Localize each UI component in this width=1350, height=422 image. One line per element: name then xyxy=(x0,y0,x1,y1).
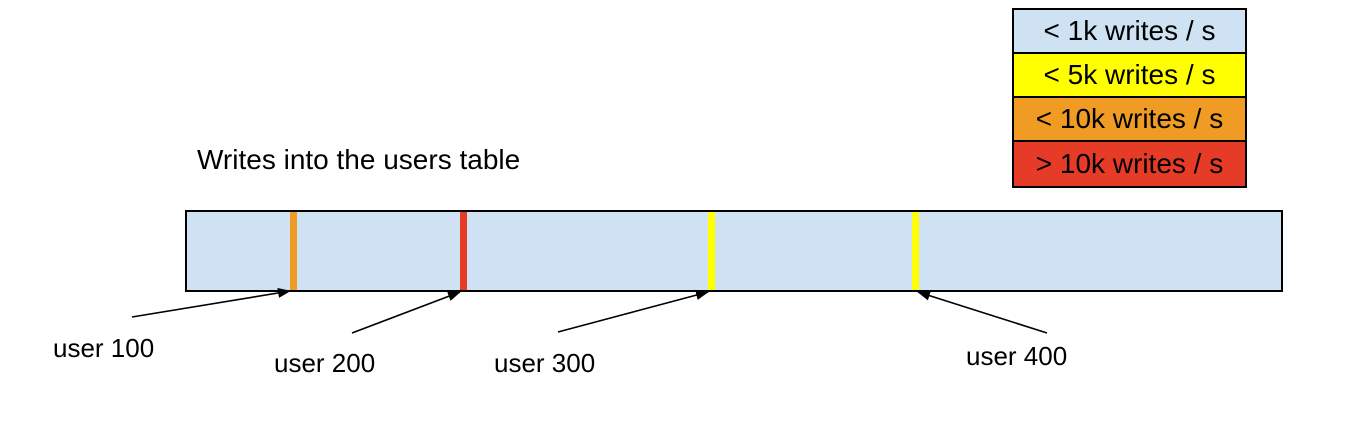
legend-item-label: < 5k writes / s xyxy=(1043,59,1216,90)
legend-item-gt-10k: > 10k writes / s xyxy=(1014,142,1245,186)
user-200-arrow xyxy=(351,291,461,334)
legend: < 1k writes / s < 5k writes / s < 10k writ… xyxy=(1012,8,1247,188)
user-100-label: user 100 xyxy=(53,333,155,363)
user-400-label: user 400 xyxy=(966,341,1068,371)
user-300-label: user 300 xyxy=(494,348,596,378)
legend-item-label: > 10k writes / s xyxy=(1035,148,1224,179)
legend-item-lt-10k: < 10k writes / s xyxy=(1014,98,1245,142)
legend-item-label: < 1k writes / s xyxy=(1043,15,1216,46)
legend-item-lt-1k: < 1k writes / s xyxy=(1014,10,1245,54)
legend-item-lt-5k: < 5k writes / s xyxy=(1014,54,1245,98)
user-100-arrow xyxy=(131,288,291,318)
user-300-stripe xyxy=(707,212,715,290)
user-200-label: user 200 xyxy=(274,348,376,378)
user-300-arrow xyxy=(557,290,709,333)
user-400-arrow xyxy=(917,290,1048,334)
user-100-stripe xyxy=(289,212,297,290)
legend-item-label: < 10k writes / s xyxy=(1035,103,1224,134)
users-table-bar xyxy=(185,210,1283,292)
user-200-stripe xyxy=(459,212,467,290)
diagram-title: Writes into the users table xyxy=(197,144,521,175)
user-400-stripe xyxy=(911,212,919,290)
